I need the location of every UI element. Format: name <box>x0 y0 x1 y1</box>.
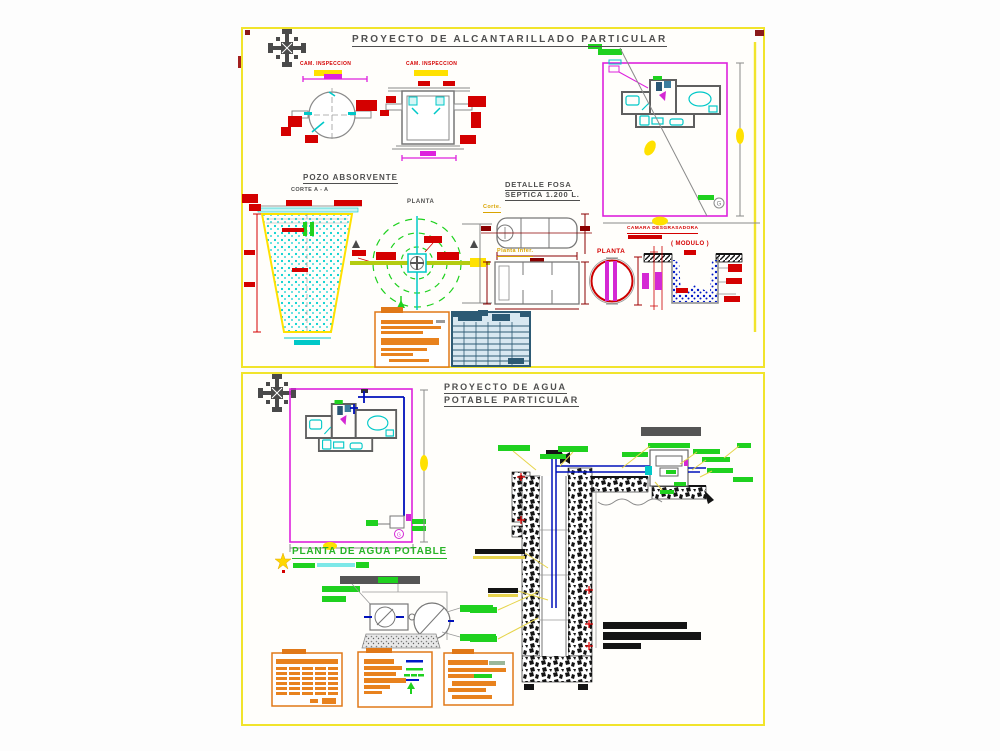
cam-inspeccion-label-2: CAM. INSPECCION <box>406 61 458 67</box>
fosa-septica-planta-inferior <box>483 261 589 310</box>
fosa-title-line2: SEPTICA 1.200 L. <box>505 190 580 201</box>
pozo-planta-label: PLANTA <box>407 199 435 205</box>
pozo-absorbente-planta <box>350 216 492 310</box>
fosa-septica-corte <box>481 213 592 262</box>
cam-inspeccion-plan-detail <box>281 70 377 143</box>
site-plan-agua-potable: G <box>274 388 428 573</box>
corte-a-a-label: CORTE A - A <box>291 187 329 193</box>
fosa-planta-label: PLANTA <box>597 248 626 255</box>
water-connection-trench-detail <box>470 427 753 690</box>
notes-box-agua <box>443 649 514 706</box>
modulo-label: ( MODULO ) <box>671 241 709 247</box>
fosa-title-line1: DETALLE FOSA <box>505 180 572 191</box>
g-label: G <box>397 533 401 539</box>
sheet2-title-line2: POTABLE PARTICULAR <box>444 395 580 407</box>
notes-box-alcantarillado <box>374 307 450 368</box>
pozo-absorbente-corte <box>242 194 379 345</box>
sheet2-title-line1: PROYECTO DE AGUA <box>444 382 567 394</box>
fosa-planta-inferior-label: Planta Infer. <box>497 248 534 257</box>
g-label: G <box>717 202 722 208</box>
spec-table-alcantarillado <box>451 310 531 367</box>
camara-desgrasadora-modulo <box>628 235 743 310</box>
fosa-septica-planta-circular <box>589 256 649 306</box>
camara-desgrasadora-title: CAMARA DESGRASADORA <box>627 226 699 234</box>
fosa-corte-label: Corte. <box>483 204 502 213</box>
spec-table-agua <box>271 649 343 707</box>
cam-inspeccion-label-1: CAM. INSPECCION <box>300 61 352 67</box>
site-plan-alcantarillado: G <box>588 42 760 332</box>
legend-box-agua <box>357 648 433 708</box>
water-meter-plan-detail <box>322 576 496 649</box>
sheet1-title: PROYECTO DE ALCANTARILLADO PARTICULAR <box>352 34 668 47</box>
pozo-absorbente-title: POZO ABSORVENTE <box>303 173 399 184</box>
sheet-corner-marks <box>238 30 764 68</box>
cam-inspeccion-section-detail <box>380 70 486 161</box>
planta-agua-potable-title: PLANTA DE AGUA POTABLE <box>292 546 448 559</box>
